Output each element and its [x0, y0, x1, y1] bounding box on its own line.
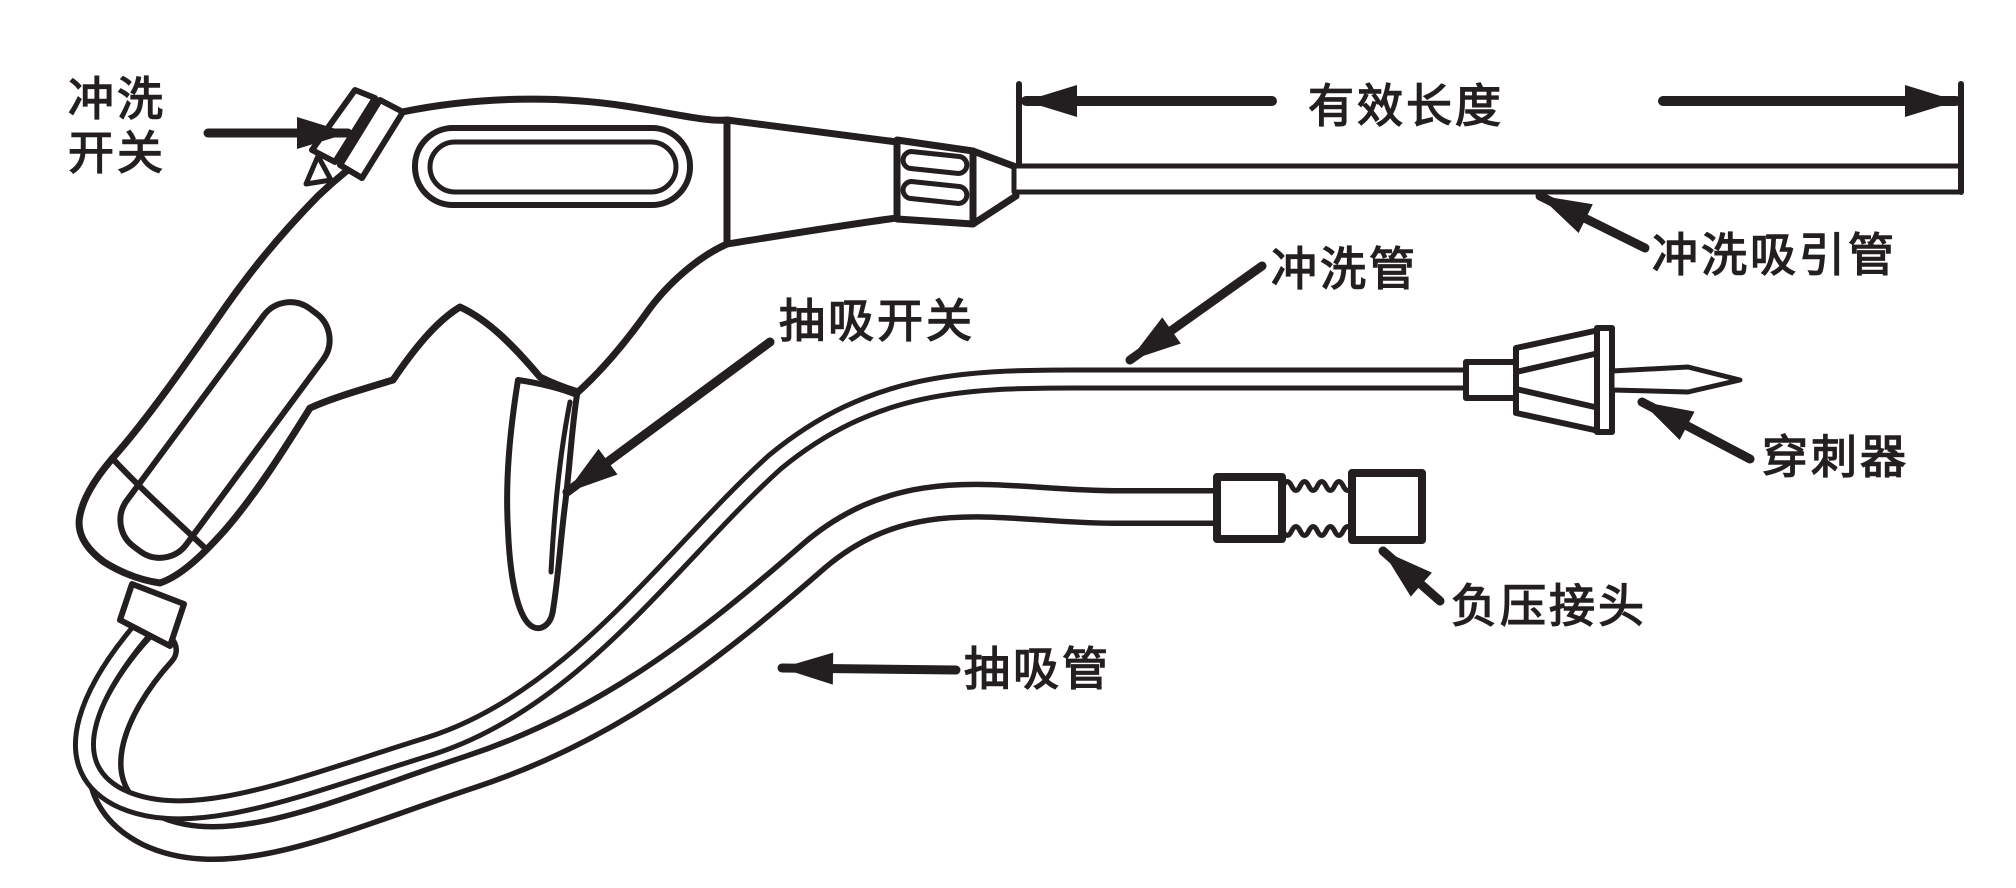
gun-body [75, 95, 901, 587]
puncturer-device [1463, 325, 1743, 435]
label-flush-switch-line2: 开关 [68, 126, 166, 180]
nozzle [893, 136, 1020, 228]
label-flush-suction-tube: 冲洗吸引管 [1652, 228, 1897, 282]
flush-suction-tube-arrow [1535, 191, 1650, 253]
trigger-outline [504, 377, 580, 632]
collar-slot-2 [900, 179, 970, 206]
vacuum-connector-ribs-bottom [1280, 524, 1355, 538]
gun-body-outline [75, 95, 901, 587]
suction-switch-arrow [562, 337, 775, 497]
label-suction-tube: 抽吸管 [964, 642, 1111, 696]
puncturer-wing-top [1513, 327, 1602, 375]
flush-switch-tail [303, 153, 334, 187]
body-slot-outer [412, 125, 693, 208]
handle-tube-nub [117, 581, 187, 649]
dimension-effective-length [1016, 81, 1964, 195]
flush-switch-button [337, 97, 406, 181]
body-slot-inner [427, 139, 679, 195]
vacuum-connector-right [1348, 469, 1426, 544]
label-puncturer: 穿刺器 [1762, 430, 1909, 484]
rigid-tube [1011, 163, 1964, 195]
label-suction-switch: 抽吸开关 [779, 294, 975, 348]
label-arrows [203, 117, 1755, 685]
puncturer-arrow [1637, 397, 1755, 464]
vacuum-connector-arrow [1378, 546, 1445, 606]
butt-cap-line [109, 455, 208, 551]
vacuum-connector-left [1213, 473, 1286, 543]
label-flush-switch: 冲洗 开关 [68, 72, 166, 180]
nozzle-cone [969, 147, 1020, 228]
suction-trigger [504, 377, 580, 632]
puncturer-needle [1609, 364, 1743, 395]
label-vacuum-connector: 负压接头 [1451, 579, 1647, 633]
collar-slot-1 [900, 149, 970, 176]
label-flush-tube: 冲洗管 [1271, 242, 1418, 296]
vacuum-connector-ribs-top [1280, 479, 1355, 493]
vacuum-connector-device [1213, 469, 1426, 544]
flush-tube-line [72, 367, 1478, 822]
label-flush-switch-line1: 冲洗 [68, 72, 166, 126]
flush-tube-arrow [1125, 261, 1267, 365]
suction-tube-arrow [777, 652, 961, 685]
trigger-inner-line [548, 399, 573, 575]
puncturer-hub [1463, 359, 1519, 401]
grip-inlay [117, 299, 333, 561]
puncturer-wing-bottom [1513, 386, 1602, 434]
label-effective-length: 有效长度 [1308, 79, 1504, 133]
